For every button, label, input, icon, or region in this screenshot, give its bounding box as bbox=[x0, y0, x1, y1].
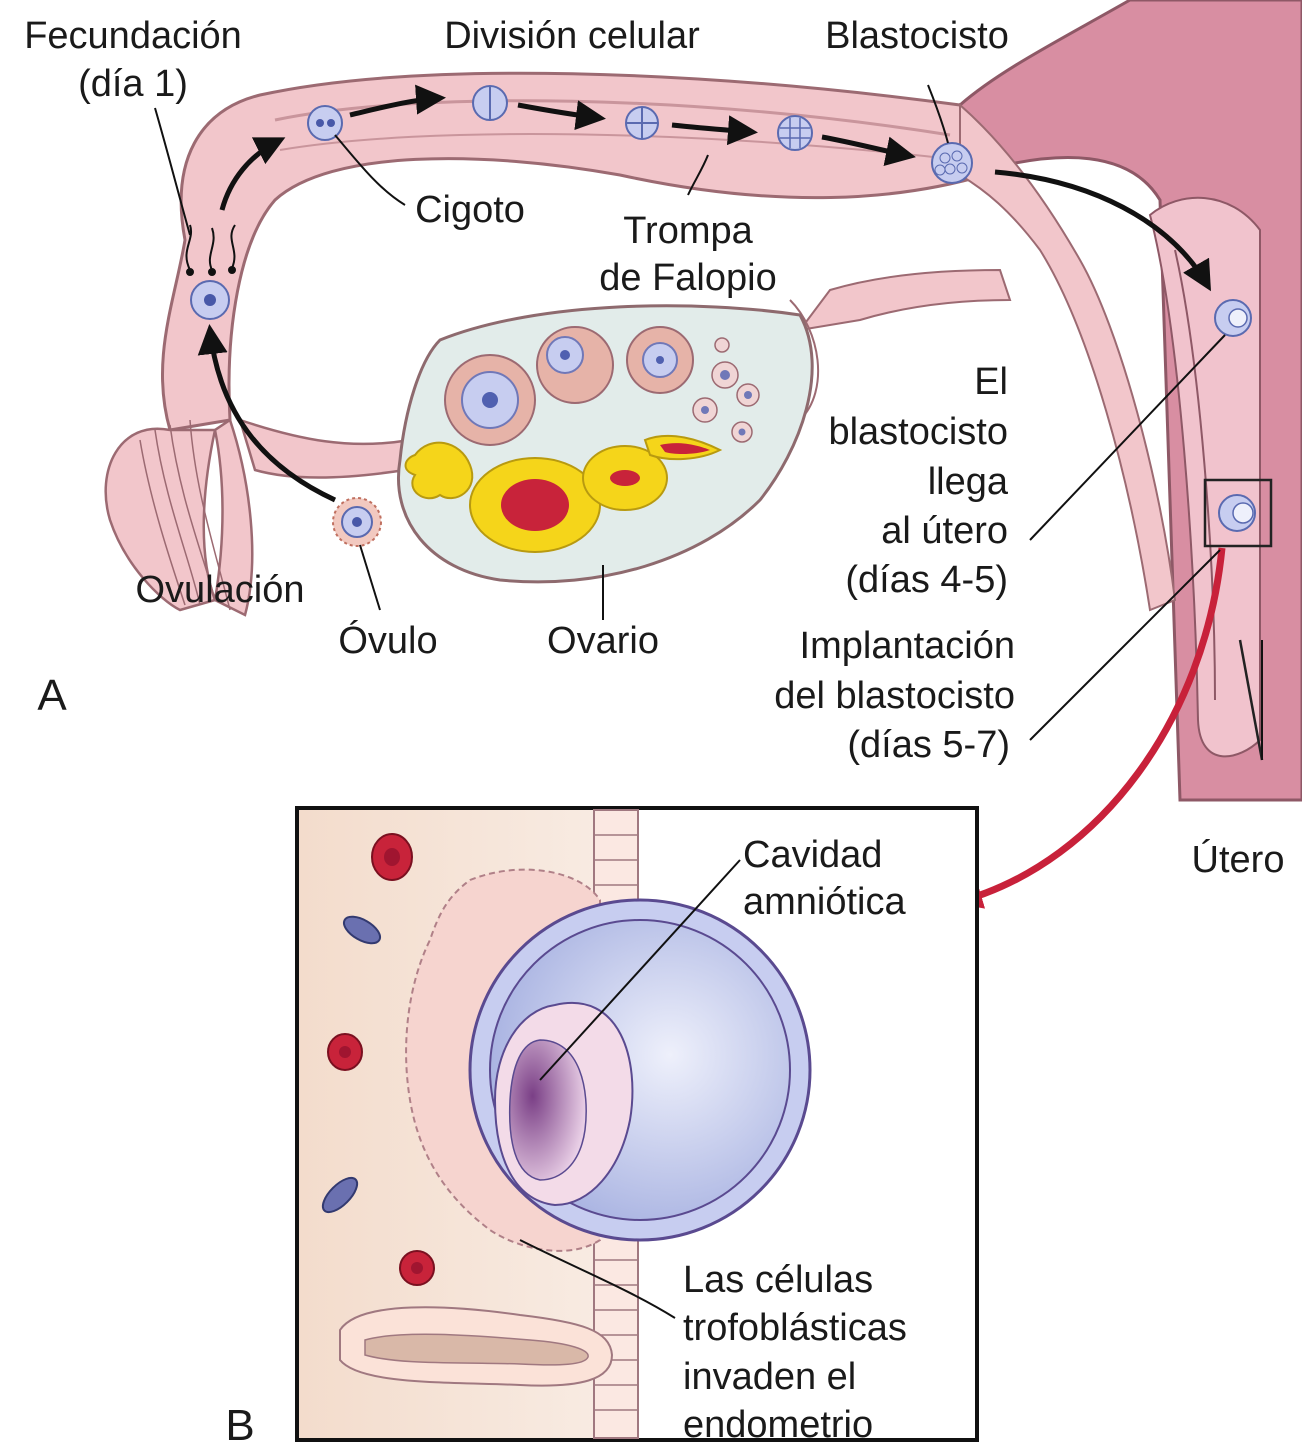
label-implant-2: del blastocisto bbox=[774, 675, 1015, 717]
zygote bbox=[308, 106, 342, 140]
blastocyst-uterus bbox=[1215, 300, 1251, 336]
label-division: División celular bbox=[444, 15, 700, 57]
blastocyst-tube bbox=[932, 143, 972, 183]
label-llega-1: El bbox=[974, 361, 1008, 403]
label-llega-2: blastocisto bbox=[828, 411, 1008, 453]
label-blastocisto: Blastocisto bbox=[825, 15, 1009, 57]
blastocyst-large bbox=[470, 900, 810, 1240]
ovum-fimbria bbox=[191, 281, 229, 319]
ovulated-ovum bbox=[333, 498, 381, 546]
label-celulas-2: trofoblásticas bbox=[683, 1307, 907, 1349]
ovarian-ligament bbox=[800, 270, 1010, 330]
label-ovulo: Óvulo bbox=[338, 619, 437, 662]
label-utero: Útero bbox=[1192, 838, 1285, 881]
panel-b: Cavidad amniótica Las células trofoblást… bbox=[297, 808, 977, 1446]
label-celulas-3: invaden el bbox=[683, 1356, 856, 1398]
label-ovario: Ovario bbox=[547, 620, 659, 662]
label-llega-5: (días 4-5) bbox=[845, 559, 1008, 601]
label-celulas-4: endometrio bbox=[683, 1404, 873, 1446]
label-cavidad-1: Cavidad bbox=[743, 834, 882, 876]
label-llega-4: al útero bbox=[881, 510, 1008, 552]
label-trompa-1: Trompa bbox=[623, 210, 753, 252]
label-llega-3: llega bbox=[928, 461, 1009, 503]
ovary bbox=[398, 306, 812, 582]
label-implant-1: Implantación bbox=[800, 625, 1015, 667]
panel-b-letter: B bbox=[225, 1401, 254, 1447]
label-celulas-1: Las células bbox=[683, 1259, 873, 1301]
label-cavidad-2: amniótica bbox=[743, 881, 906, 923]
morula bbox=[778, 116, 812, 150]
panel-a-letter: A bbox=[37, 671, 67, 720]
label-implant-3: (días 5-7) bbox=[847, 724, 1010, 766]
label-fecundacion-day: (día 1) bbox=[78, 63, 188, 105]
label-fecundacion: Fecundación bbox=[24, 15, 242, 57]
label-ovulacion: Ovulación bbox=[136, 569, 305, 611]
four-cell-embryo bbox=[626, 107, 658, 139]
label-trompa-2: de Falopio bbox=[599, 257, 776, 299]
label-cigoto: Cigoto bbox=[415, 189, 525, 231]
two-cell-embryo bbox=[473, 86, 507, 120]
